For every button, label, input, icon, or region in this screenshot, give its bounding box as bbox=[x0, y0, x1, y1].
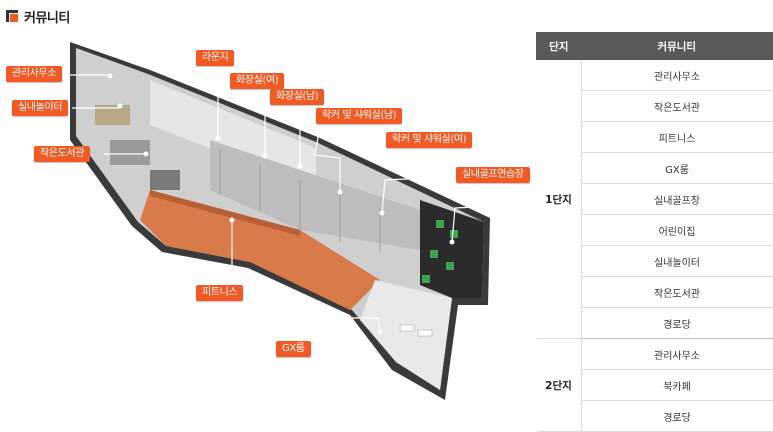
label-gx: GX룸 bbox=[276, 341, 311, 357]
table-row: 실내골프장 bbox=[537, 183, 773, 215]
table-row: 경로당 bbox=[537, 307, 773, 339]
table-row: 2단지 관리사무소 bbox=[536, 338, 773, 432]
table-row: 작은도서관 bbox=[537, 276, 773, 308]
page-title: 커뮤니티 bbox=[24, 10, 70, 26]
label-locker-f: 락커 및 샤워실(여) bbox=[386, 132, 473, 148]
label-library: 작은도서관 bbox=[34, 146, 91, 162]
floorplan: 관리사무소 실내놀이터 작은도서관 라운지 화장실(여) 화장실(남) 락커 및… bbox=[0, 30, 530, 407]
floorplan-illustration bbox=[70, 42, 499, 400]
table-header-row: 단지 커뮤니티 bbox=[536, 32, 773, 60]
table-cell: 경로당 bbox=[580, 307, 773, 339]
label-lounge: 라운지 bbox=[196, 50, 235, 66]
table-cell: 경로당 bbox=[580, 400, 773, 432]
label-fitness: 피트니스 bbox=[196, 285, 244, 301]
label-golf: 실내골프연습장 bbox=[456, 167, 530, 183]
table-cell: 실내놀이터 bbox=[580, 245, 773, 277]
table-row: 북카페 bbox=[537, 369, 773, 401]
label-locker-m: 락커 및 샤워실(남) bbox=[316, 108, 403, 124]
label-play: 실내놀이터 bbox=[12, 100, 69, 116]
complex-2: 2단지 bbox=[536, 338, 581, 432]
table-cell: 피트니스 bbox=[580, 121, 773, 153]
table-cell: GX룸 bbox=[580, 152, 773, 184]
table-row: 작은도서관 bbox=[537, 90, 773, 122]
table-row: 어린이집 bbox=[537, 214, 773, 246]
header-complex: 단지 bbox=[536, 32, 582, 60]
table-cell: 실내골프장 bbox=[580, 183, 773, 215]
section-icon bbox=[6, 10, 18, 22]
page-header: 커뮤니티 bbox=[6, 6, 70, 26]
table-cell: 어린이집 bbox=[580, 214, 773, 246]
label-restroom-f: 화장실(여) bbox=[230, 73, 285, 89]
header-community: 커뮤니티 bbox=[580, 32, 773, 60]
table-row: GX룸 bbox=[537, 152, 773, 184]
table-cell: 관리사무소 bbox=[580, 338, 773, 370]
label-office: 관리사무소 bbox=[6, 66, 63, 82]
label-restroom-m: 화장실(남) bbox=[270, 89, 325, 105]
table-row: 실내놀이터 bbox=[537, 245, 773, 277]
complex-1: 1단지 bbox=[536, 59, 581, 339]
table-cell: 북카페 bbox=[580, 369, 773, 401]
table-row: 1단지 관리사무소 bbox=[536, 59, 773, 339]
table-cell: 작은도서관 bbox=[580, 276, 773, 308]
table-cell: 관리사무소 bbox=[580, 59, 773, 91]
table-row: 피트니스 bbox=[537, 121, 773, 153]
community-table: 단지 커뮤니티 1단지 관리사무소 작은도서관 피트니스 GX룸 실내골프장 어… bbox=[536, 32, 773, 432]
table-cell: 작은도서관 bbox=[580, 90, 773, 122]
